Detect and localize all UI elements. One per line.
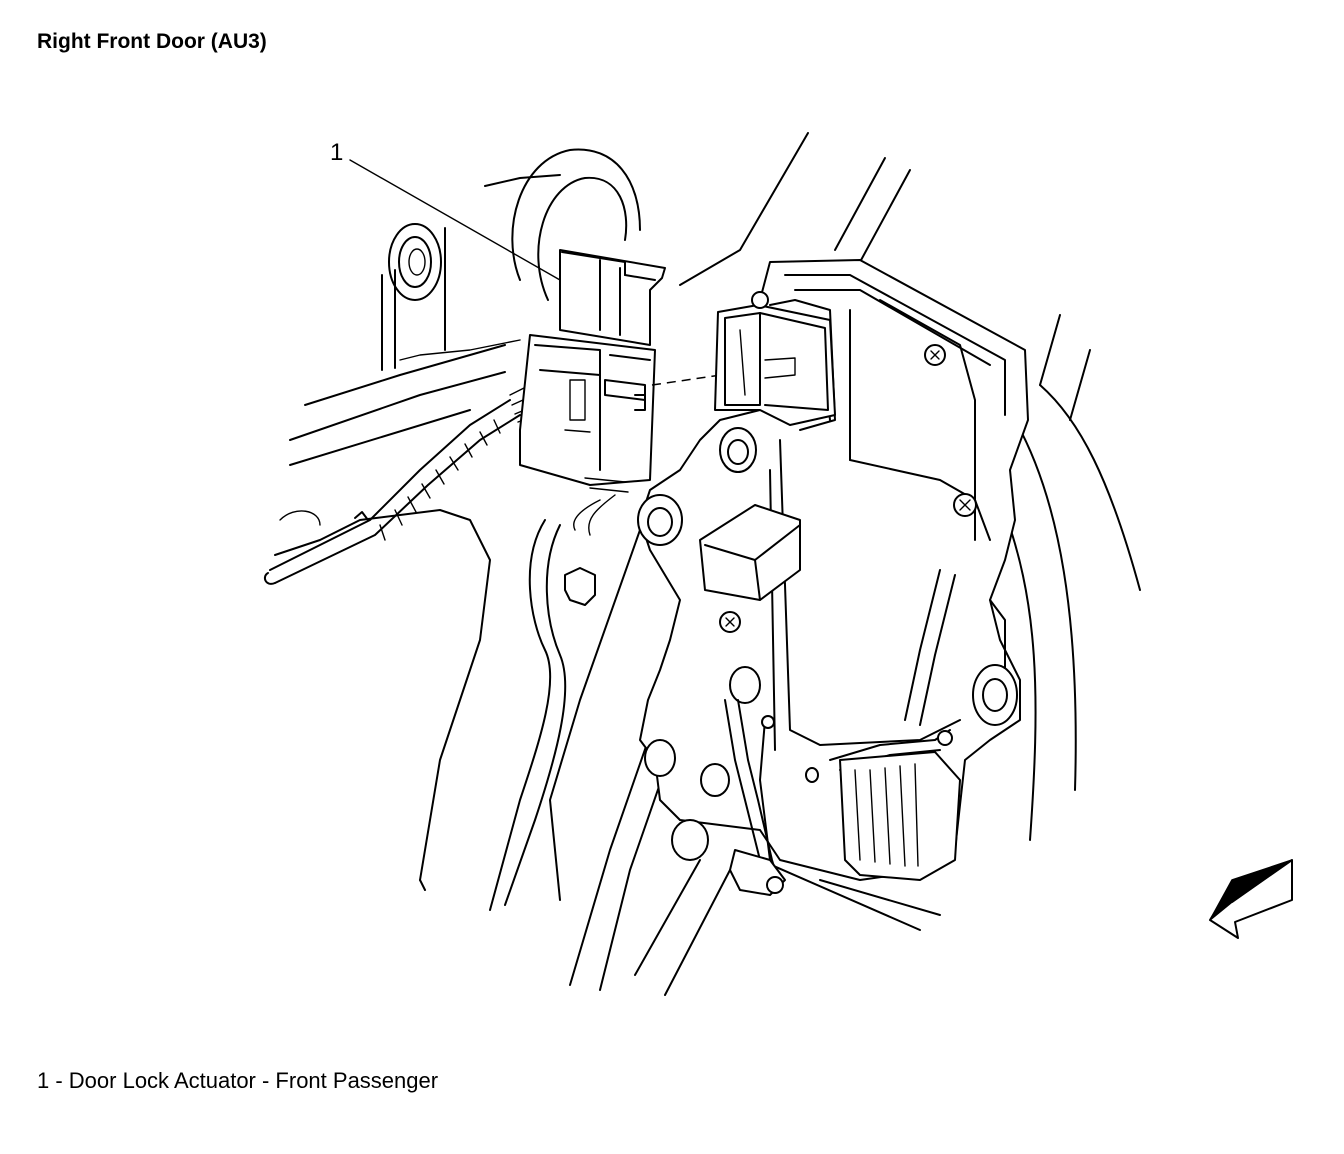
wiring-harness: [263, 375, 555, 585]
view-direction-arrow-icon: [1209, 859, 1293, 939]
panel-grommet: [388, 223, 442, 301]
actuator-mounting-bosses: [637, 427, 1018, 861]
panel-clip: [564, 567, 596, 606]
connection-guide-line: [651, 364, 791, 386]
access-hole: [511, 148, 641, 301]
page-title: Right Front Door (AU3): [37, 30, 267, 53]
door-inner-panel: [274, 174, 561, 891]
legend: 1 - Door Lock Actuator - Front Passenger: [37, 1068, 438, 1094]
actuator-socket: [714, 304, 836, 426]
legend-item: 1 - Door Lock Actuator - Front Passenger: [37, 1068, 439, 1093]
actuator-gear-housing: [839, 751, 961, 881]
callout-1: 1: [330, 139, 561, 281]
actuator-screws: [719, 291, 977, 633]
callout-number: 1: [330, 139, 343, 166]
harness-connector: [519, 249, 666, 493]
door-lock-actuator: [639, 259, 1029, 881]
